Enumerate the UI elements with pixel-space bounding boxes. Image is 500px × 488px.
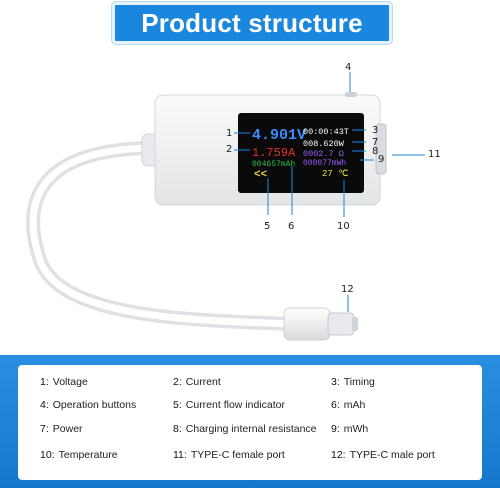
usb-tester-illustration: 4.901V 1.759A 004657mAh << 00:00:43T 008…: [26, 72, 425, 341]
screen-current: 1.759A: [252, 146, 296, 160]
callout-12: 12: [341, 284, 354, 295]
legend-item: 7:Power: [40, 423, 83, 435]
screen-voltage: 4.901V: [252, 127, 306, 144]
type-c-male-plug: [283, 307, 358, 341]
page-title: Product structure: [141, 7, 363, 38]
legend-item: 3:Timing: [331, 376, 375, 388]
legend-item: 6:mAh: [331, 399, 366, 411]
legend-item: 9:mWh: [331, 423, 369, 435]
screen-capacity: 004657mAh: [252, 160, 295, 169]
screen-timer: 00:00:43T: [303, 127, 349, 137]
callout-7: 7: [372, 137, 379, 148]
screen-power: 008.620W: [303, 139, 345, 149]
legend-item: 12:TYPE-C male port: [331, 449, 435, 461]
callout-8: 8: [372, 146, 379, 157]
callout-6: 6: [288, 221, 295, 232]
legend-item: 5:Current flow indicator: [173, 399, 285, 411]
lcd-screen: [238, 113, 364, 193]
operation-button: [345, 92, 357, 97]
title-banner: Product structure: [112, 2, 392, 44]
callout-10: 10: [337, 221, 350, 232]
legend-item: 2:Current: [173, 376, 221, 388]
legend-item: 11:TYPE-C female port: [173, 449, 285, 461]
callout-1: 1: [226, 128, 233, 139]
cable-highlight: [29, 144, 294, 328]
legend-band: 1:Voltage 2:Current 3:Timing 4:Operation…: [0, 355, 500, 488]
screen-resistance: 0002.7 Ω: [303, 149, 344, 159]
legend-item: 1:Voltage: [40, 376, 88, 388]
callout-3: 3: [372, 125, 379, 136]
callout-2: 2: [226, 144, 233, 155]
screen-temperature: 27 ℃: [322, 169, 348, 179]
screen-energy: 000077mWh: [303, 159, 346, 168]
callout-5: 5: [264, 221, 271, 232]
legend-item: 8:Charging internal resistance: [173, 423, 317, 435]
female-port: [375, 123, 387, 175]
callout-9: 9: [378, 154, 385, 165]
leader-lines: [234, 72, 425, 312]
screen-arrows: <<: [254, 169, 268, 181]
legend-panel: 1:Voltage 2:Current 3:Timing 4:Operation…: [18, 365, 482, 480]
callout-4: 4: [345, 62, 352, 73]
legend-item: 4:Operation buttons: [40, 399, 137, 411]
callout-11: 11: [428, 149, 441, 160]
legend-item: 10:Temperature: [40, 449, 118, 461]
